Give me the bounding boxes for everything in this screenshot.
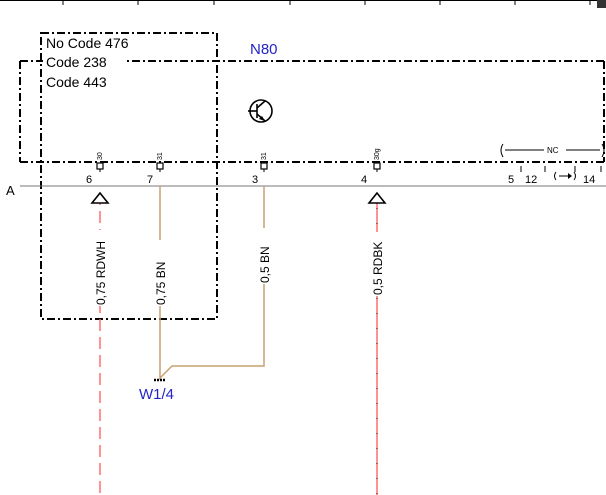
code-line-1: No Code 476 [46, 35, 129, 51]
code-box-text-bg [43, 34, 125, 92]
skip-arrow-icon [554, 171, 576, 181]
top-ticks [62, 0, 591, 5]
pin-number-5: 5 [508, 174, 514, 186]
pin-number-12: 12 [525, 174, 537, 186]
wire-label-bg-w1 [93, 230, 107, 306]
terminal-label-p7: 31 [157, 152, 164, 160]
module-name: N80 [250, 41, 278, 58]
wire-w3 [159, 186, 265, 379]
pin-number-14: 14 [583, 174, 595, 186]
corner-marker [597, 0, 606, 8]
row-label: A [6, 183, 15, 198]
terminal-label-p6: 30 [97, 152, 104, 160]
pin-number-4: 4 [361, 174, 367, 186]
pin-number-6: 6 [86, 174, 92, 186]
transistor-icon [248, 99, 273, 123]
pin-number-3: 3 [252, 174, 258, 186]
wire-label-bg-w2 [153, 240, 167, 306]
terminal-boxes [96, 162, 381, 170]
wire-label-w4: 0,5 RDBK [371, 242, 385, 295]
terminal-label-p3: 31 [261, 152, 268, 160]
wire-label-bg-w3 [257, 228, 271, 284]
wire-label-w2: 0,75 BN [154, 262, 168, 305]
code-line-2: Code 238 [46, 54, 107, 70]
nc-label: NC [547, 146, 559, 155]
wire-label-w1: 0,75 RDWH [94, 241, 108, 305]
pin-stubs [99, 166, 602, 172]
ground-triangle-icon [90, 191, 110, 204]
code-line-3: Code 443 [46, 74, 107, 90]
pin-number-7: 7 [147, 174, 153, 186]
wire-label-bg-w4 [370, 232, 384, 296]
code-box [40, 32, 218, 320]
wire-label-w3: 0,5 BN [258, 246, 272, 283]
connector-name: W1/4 [139, 386, 174, 403]
supply-triangle-icon [367, 191, 387, 204]
terminal-label-p4: 30g [374, 148, 381, 160]
nc-bracket [500, 143, 605, 158]
